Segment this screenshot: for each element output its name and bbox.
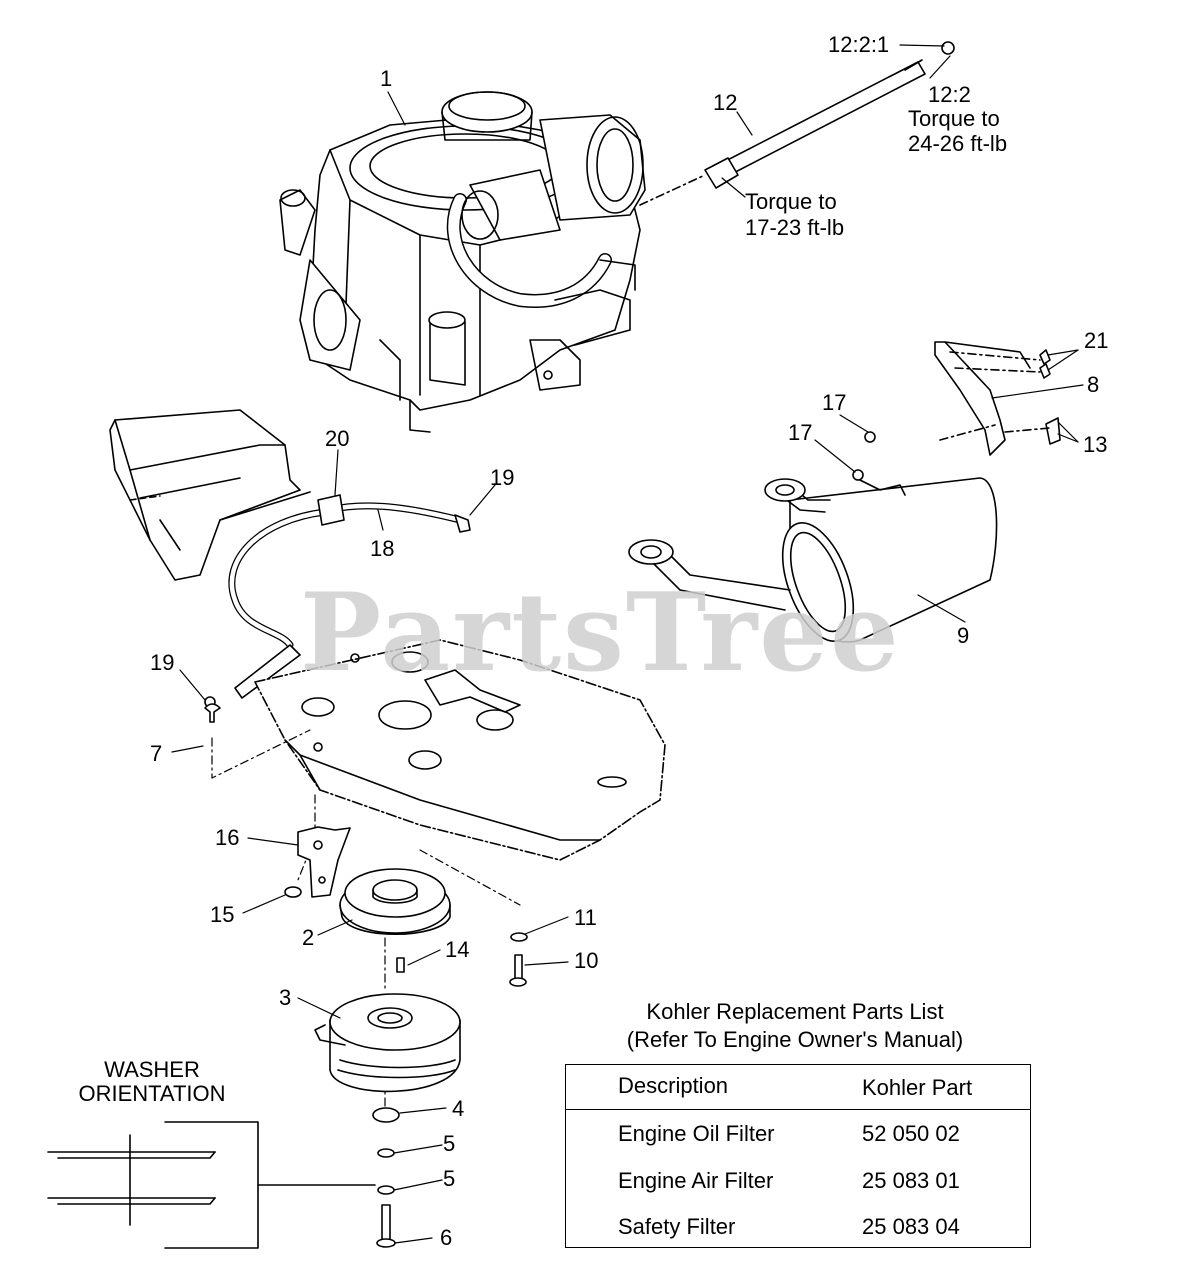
parts-list-title-line2: (Refer To Engine Owner's Manual) — [626, 1027, 964, 1052]
callout-19-upper: 19 — [490, 465, 515, 490]
callout-18: 18 — [370, 536, 395, 561]
engine-drawing — [279, 91, 646, 433]
hardware-stack-drawing — [372, 1107, 400, 1248]
callout-5-lower: 5 — [443, 1166, 456, 1191]
callout-12-2-1: 12:2:1 — [828, 32, 890, 57]
callout-3: 3 — [279, 985, 292, 1010]
muffler-drawing — [628, 431, 998, 643]
leader-lines — [171, 44, 1084, 1244]
washer-title-line2: ORIENTATION — [78, 1081, 226, 1106]
callout-2: 2 — [302, 925, 315, 950]
parts-list-title: Kohler Replacement Parts List (Refer To … — [560, 998, 1030, 1054]
washer-bolt-11-10-drawing — [509, 932, 528, 987]
parts-list-title-line1: Kohler Replacement Parts List — [646, 999, 944, 1024]
header-kohler-part: Kohler Part — [862, 1075, 973, 1100]
callout-17-upper: 17 — [822, 390, 847, 415]
dipstick-tube-drawing — [639, 41, 955, 206]
torque-note-17-line2: 17-23 ft-lb — [745, 215, 845, 240]
callout-5-upper: 5 — [443, 1131, 456, 1156]
callout-10: 10 — [574, 948, 599, 973]
row-2-part: 25 083 01 — [862, 1168, 960, 1193]
key-14-drawing — [396, 957, 405, 973]
washer-orientation-title: WASHER ORIENTATION — [52, 1058, 252, 1106]
washer-title-line1: WASHER — [104, 1057, 200, 1082]
row-1-description: Engine Oil Filter — [618, 1121, 775, 1146]
row-3-part: 25 083 04 — [862, 1214, 960, 1239]
callout-16: 16 — [215, 825, 240, 850]
callout-6: 6 — [440, 1225, 453, 1250]
engine-deck-plate-drawing — [254, 639, 666, 861]
callout-7: 7 — [150, 741, 163, 766]
callout-9: 9 — [957, 623, 970, 648]
muffler-bracket-drawing — [934, 341, 1061, 456]
engine-shield-drawing — [109, 409, 311, 581]
callout-15: 15 — [210, 902, 235, 927]
watermark: PartsTree — [300, 570, 901, 696]
callout-4: 4 — [452, 1096, 465, 1121]
washer-orientation-detail — [47, 1121, 376, 1249]
row-3-description: Safety Filter — [618, 1214, 736, 1239]
bracket-16-drawing — [297, 826, 351, 898]
callout-19-lower: 19 — [150, 650, 175, 675]
callout-12: 12 — [713, 90, 738, 115]
fuel-line-drawing — [204, 494, 471, 708]
row-1-part: 52 050 02 — [862, 1121, 960, 1146]
torque-note-24-line1: Torque to — [908, 106, 1000, 131]
bolt-7-drawing — [204, 703, 221, 723]
callout-20: 20 — [325, 426, 350, 451]
callout-11: 11 — [574, 905, 597, 930]
nut-15-drawing — [284, 886, 302, 898]
callout-13: 13 — [1083, 432, 1108, 457]
callout-8: 8 — [1087, 372, 1100, 397]
parts-list-table: Description Kohler Part Engine Oil Filte… — [565, 1064, 1031, 1248]
parts-list-header-row: Description Kohler Part — [566, 1065, 1030, 1110]
callout-21: 21 — [1084, 328, 1109, 353]
callout-12-2: 12:2 — [928, 82, 971, 107]
torque-note-24-line2: 24-26 ft-lb — [908, 131, 1008, 156]
callout-14: 14 — [445, 937, 470, 962]
callout-1: 1 — [380, 66, 393, 91]
pulley-drawing — [339, 868, 451, 936]
row-2-description: Engine Air Filter — [618, 1168, 774, 1193]
clutch-drawing — [314, 993, 461, 1093]
callout-17-lower: 17 — [788, 420, 813, 445]
torque-note-17-line1: Torque to — [745, 189, 837, 214]
header-description: Description — [618, 1073, 729, 1098]
